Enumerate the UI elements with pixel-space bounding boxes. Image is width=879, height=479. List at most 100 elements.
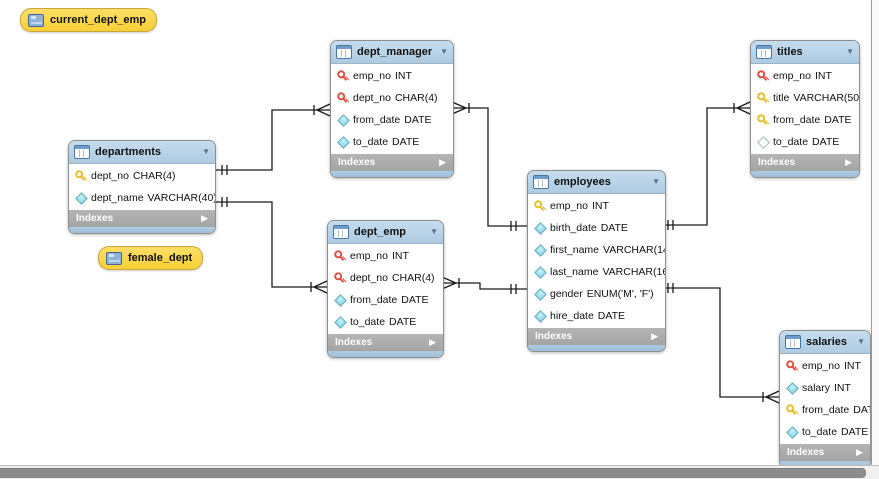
relationship-employees-titles[interactable]	[664, 101, 751, 230]
table-icon	[785, 335, 801, 349]
diamond-icon	[533, 244, 546, 257]
diamond-icon	[336, 136, 349, 149]
field-row[interactable]: from_date DATE	[751, 109, 859, 131]
expand-arrow-icon[interactable]: ▶	[429, 337, 436, 347]
field-row[interactable]: to_date DATE	[328, 311, 443, 333]
indexes-row[interactable]: Indexes ▶	[331, 154, 453, 171]
diamond-icon	[785, 382, 798, 395]
indexes-row[interactable]: Indexes ▶	[751, 154, 859, 171]
expand-arrow-icon[interactable]: ▶	[439, 157, 446, 167]
key-icon	[71, 167, 89, 185]
table-icon	[533, 175, 549, 189]
field-row[interactable]: hire_date DATE	[528, 305, 665, 327]
table-header[interactable]: dept_manager ▼	[331, 41, 453, 64]
view-icon	[28, 13, 44, 27]
field-row[interactable]: dept_name VARCHAR(40)	[69, 187, 215, 209]
field-row[interactable]: from_date DATE	[328, 289, 443, 311]
diamond-icon	[785, 426, 798, 439]
key-icon	[782, 357, 800, 375]
view-badge-label: current_dept_emp	[50, 14, 146, 26]
table-header[interactable]: employees ▼	[528, 171, 665, 194]
table-salaries[interactable]: salaries ▼ emp_no INT salary INT from_da…	[779, 330, 871, 468]
horizontal-scrollbar-track[interactable]	[0, 465, 879, 479]
table-icon	[756, 45, 772, 59]
table-titles[interactable]: titles ▼ emp_no INT title VARCHAR(50) fr…	[750, 40, 860, 178]
field-row[interactable]: from_date DATE	[331, 109, 453, 131]
field-row[interactable]: emp_no INT	[328, 245, 443, 267]
field-row[interactable]: last_name VARCHAR(16)	[528, 261, 665, 283]
field-row[interactable]: emp_no INT	[331, 65, 453, 87]
diamond-icon	[533, 288, 546, 301]
key-icon	[753, 89, 771, 107]
field-row[interactable]: emp_no INT	[528, 195, 665, 217]
key-icon	[333, 89, 351, 107]
expand-arrow-icon[interactable]: ▶	[856, 447, 863, 457]
table-header[interactable]: departments ▼	[69, 141, 215, 164]
table-title: employees	[554, 176, 611, 188]
chevron-down-icon[interactable]: ▼	[430, 227, 438, 236]
vertical-scrollbar[interactable]	[872, 0, 879, 465]
view-badge-female-dept[interactable]: female_dept	[98, 246, 204, 270]
expand-arrow-icon[interactable]: ▶	[201, 213, 208, 223]
field-row[interactable]: dept_no CHAR(4)	[328, 267, 443, 289]
field-row[interactable]: to_date DATE	[780, 421, 870, 443]
relationship-employees-salaries[interactable]	[664, 283, 780, 404]
field-row[interactable]: emp_no INT	[751, 65, 859, 87]
table-footer	[528, 345, 665, 351]
indexes-row[interactable]: Indexes ▶	[780, 444, 870, 461]
chevron-down-icon[interactable]: ▼	[440, 47, 448, 56]
relationship-departments-dept-manager[interactable]	[214, 103, 331, 175]
table-dept-manager[interactable]: dept_manager ▼ emp_no INT dept_no CHAR(4…	[330, 40, 454, 178]
diamond-icon	[533, 310, 546, 323]
diamond-icon	[74, 192, 87, 205]
relationship-employees-dept-manager[interactable]	[451, 101, 527, 231]
field-row[interactable]: title VARCHAR(50)	[751, 87, 859, 109]
table-icon	[74, 145, 90, 159]
field-row[interactable]: dept_no CHAR(4)	[331, 87, 453, 109]
field-row[interactable]: birth_date DATE	[528, 217, 665, 239]
table-departments[interactable]: departments ▼ dept_no CHAR(4) dept_name …	[68, 140, 216, 234]
indexes-row[interactable]: Indexes ▶	[528, 328, 665, 345]
view-badge-label: female_dept	[128, 252, 193, 264]
table-title: dept_emp	[354, 226, 406, 238]
horizontal-scrollbar-thumb[interactable]	[0, 468, 866, 478]
field-row[interactable]: dept_no CHAR(4)	[69, 165, 215, 187]
diamond-icon	[333, 294, 346, 307]
field-row[interactable]: first_name VARCHAR(14)	[528, 239, 665, 261]
key-icon	[330, 247, 348, 265]
table-header[interactable]: salaries ▼	[780, 331, 870, 354]
expand-arrow-icon[interactable]: ▶	[845, 157, 852, 167]
indexes-row[interactable]: Indexes ▶	[69, 210, 215, 227]
field-row[interactable]: salary INT	[780, 377, 870, 399]
chevron-down-icon[interactable]: ▼	[857, 337, 865, 346]
table-title: titles	[777, 46, 803, 58]
chevron-down-icon[interactable]: ▼	[846, 47, 854, 56]
table-icon	[333, 225, 349, 239]
field-row[interactable]: gender ENUM('M', 'F')	[528, 283, 665, 305]
table-header[interactable]: titles ▼	[751, 41, 859, 64]
indexes-row[interactable]: Indexes ▶	[328, 334, 443, 351]
chevron-down-icon[interactable]: ▼	[652, 177, 660, 186]
canvas-right-border	[871, 0, 872, 465]
field-row[interactable]: emp_no INT	[780, 355, 870, 377]
table-header[interactable]: dept_emp ▼	[328, 221, 443, 244]
view-badge-current-dept-emp[interactable]: current_dept_emp	[20, 8, 157, 32]
table-dept-emp[interactable]: dept_emp ▼ emp_no INT dept_no CHAR(4) fr…	[327, 220, 444, 358]
expand-arrow-icon[interactable]: ▶	[651, 331, 658, 341]
key-icon	[530, 197, 548, 215]
diamond-icon	[533, 222, 546, 235]
table-footer	[328, 351, 443, 357]
table-employees[interactable]: employees ▼ emp_no INT birth_date DATE f…	[527, 170, 666, 352]
key-icon	[333, 67, 351, 85]
field-row[interactable]: from_date DATE	[780, 399, 870, 421]
chevron-down-icon[interactable]: ▼	[202, 147, 210, 156]
field-row[interactable]: to_date DATE	[331, 131, 453, 153]
relationship-employees-dept-emp[interactable]	[441, 276, 527, 294]
table-footer	[69, 227, 215, 233]
diamond-icon	[336, 114, 349, 127]
table-title: dept_manager	[357, 46, 433, 58]
field-row[interactable]: to_date DATE	[751, 131, 859, 153]
relationship-departments-dept-emp[interactable]	[214, 197, 328, 294]
